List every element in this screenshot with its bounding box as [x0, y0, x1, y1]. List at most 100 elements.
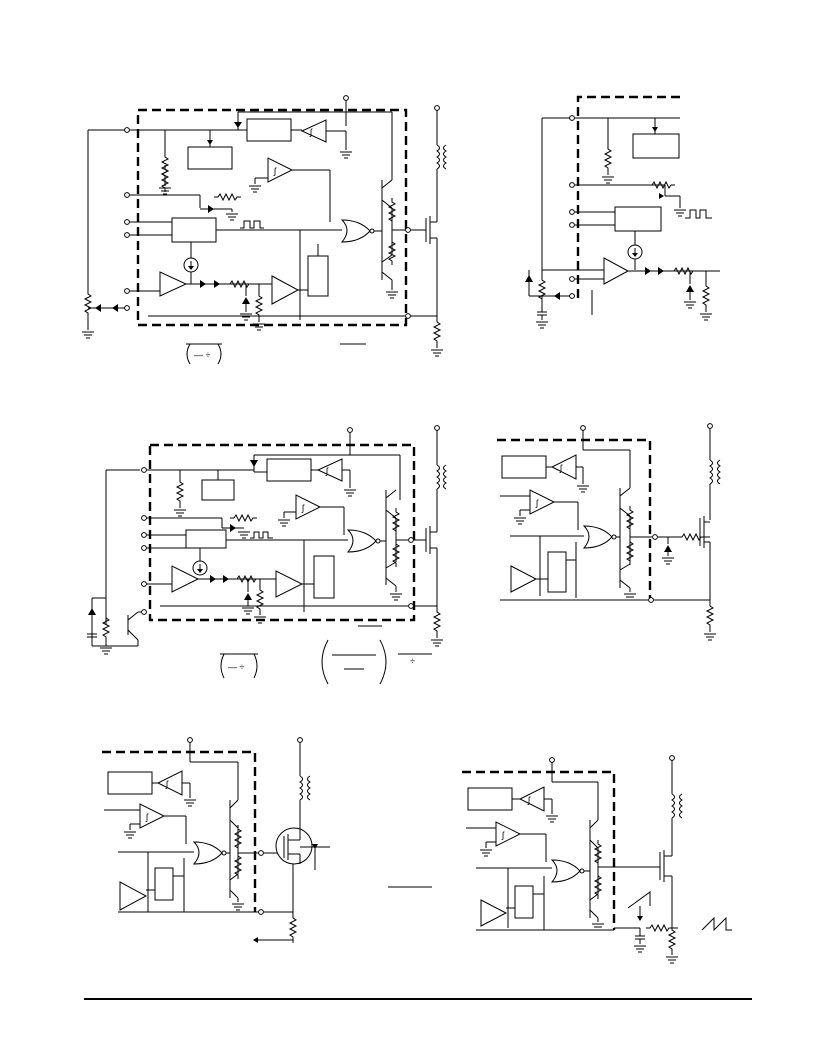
oscillator-block — [187, 146, 233, 170]
terminal-icon — [141, 609, 147, 615]
circuit-middle-right: ʃ ʃ — [497, 423, 721, 641]
terminal-icon — [408, 603, 414, 609]
latch-block — [154, 867, 174, 901]
terminal-icon — [434, 425, 440, 431]
pulse-train-icon — [250, 531, 273, 539]
oscillator-logic-block — [185, 529, 227, 549]
terminal-icon — [141, 467, 147, 473]
circuit-bottom-right: ʃ ʃ — [462, 755, 732, 964]
pulse-train-icon — [685, 209, 712, 219]
reference-block — [266, 458, 312, 482]
reference-block — [107, 771, 153, 795]
transformer-icon — [671, 793, 675, 819]
diode-icon — [214, 280, 220, 288]
svg-text:ʃ: ʃ — [527, 795, 531, 805]
formula-fragment: — ÷ — [228, 662, 245, 672]
error-amplifier-icon — [159, 271, 188, 297]
zener-icon — [686, 285, 694, 292]
oscillator-block — [632, 133, 680, 159]
terminal-icon — [258, 909, 264, 915]
comparator-icon — [510, 565, 538, 593]
resistor-icon — [392, 507, 400, 536]
terminal-icon — [652, 534, 658, 540]
ramp-icon — [701, 916, 732, 932]
resistor-icon — [388, 197, 396, 226]
diode-icon — [95, 304, 101, 312]
terminal-icon — [124, 192, 130, 198]
reference-block — [501, 455, 547, 479]
latch-block — [307, 255, 329, 297]
latch-block — [547, 551, 567, 593]
terminal-icon — [124, 288, 130, 294]
svg-text:ʃ: ʃ — [535, 498, 539, 508]
terminal-icon — [258, 850, 264, 856]
comparator-icon — [267, 157, 294, 183]
ic-boundary-dashed — [102, 750, 257, 912]
diode-icon — [234, 122, 242, 128]
comparator-icon — [295, 494, 322, 520]
zener-icon — [244, 593, 252, 600]
zener-icon — [664, 545, 672, 552]
ic-boundary-dashed — [462, 770, 616, 930]
gate-icon — [346, 529, 377, 553]
diode-icon — [223, 575, 229, 583]
circuit-bottom-left: ʃ ʃ — [102, 737, 432, 943]
resistor-icon — [604, 144, 612, 173]
comparator-icon — [518, 786, 545, 812]
pulse-train-icon — [240, 220, 264, 229]
diode-icon — [659, 193, 664, 199]
terminal-icon — [347, 427, 353, 433]
error-amplifier-icon — [603, 257, 630, 285]
reference-block — [467, 787, 513, 811]
resistor-icon — [102, 613, 110, 642]
terminal-icon — [124, 305, 130, 311]
terminal-icon — [343, 95, 349, 101]
terminal-icon — [569, 182, 575, 188]
resistor-icon — [645, 924, 674, 932]
error-amplifier-icon — [171, 565, 200, 593]
comparator-icon — [300, 119, 327, 143]
svg-text:ʃ: ʃ — [301, 503, 305, 513]
latch-block — [313, 555, 335, 599]
diode-icon — [645, 267, 651, 275]
terminal-icon — [569, 222, 575, 228]
terminal-icon — [141, 532, 147, 538]
diode-icon — [210, 575, 216, 583]
zener-icon — [242, 297, 250, 304]
terminal-icon — [569, 293, 575, 299]
svg-text:ʃ: ʃ — [325, 466, 329, 476]
ic-boundary-dashed — [148, 443, 416, 622]
terminal-icon — [408, 537, 414, 543]
resistor-icon — [626, 505, 634, 534]
comparator-icon — [529, 489, 556, 515]
terminal-icon — [569, 115, 575, 121]
terminal-icon — [124, 127, 130, 133]
comparator-icon — [275, 570, 304, 598]
transformer-icon — [299, 775, 303, 801]
resistor-icon — [84, 289, 92, 318]
svg-text:ʃ: ʃ — [559, 463, 563, 473]
svg-text:ʃ: ʃ — [501, 830, 505, 840]
resistor-icon — [669, 267, 698, 275]
ramp-icon — [627, 891, 651, 909]
resistor-icon — [225, 280, 254, 288]
terminal-icon — [187, 737, 193, 743]
terminal-icon — [141, 545, 147, 551]
terminal-icon — [141, 581, 147, 587]
comparator-icon — [139, 803, 166, 829]
terminal-icon — [569, 209, 575, 215]
terminal-icon — [405, 227, 411, 233]
reference-block — [246, 118, 292, 142]
terminal-icon — [549, 757, 555, 763]
terminal-icon — [124, 219, 130, 225]
resistor-icon — [594, 839, 602, 868]
comparator-icon — [550, 454, 577, 480]
resistor-icon — [677, 533, 706, 541]
diode-icon — [88, 608, 96, 615]
formula-fragment: — ÷ — [194, 350, 211, 360]
oscillator-block — [201, 479, 235, 501]
mosfet-icon — [275, 827, 313, 865]
ic-boundary-dashed — [497, 438, 652, 598]
svg-text:ʃ: ʃ — [273, 166, 277, 176]
